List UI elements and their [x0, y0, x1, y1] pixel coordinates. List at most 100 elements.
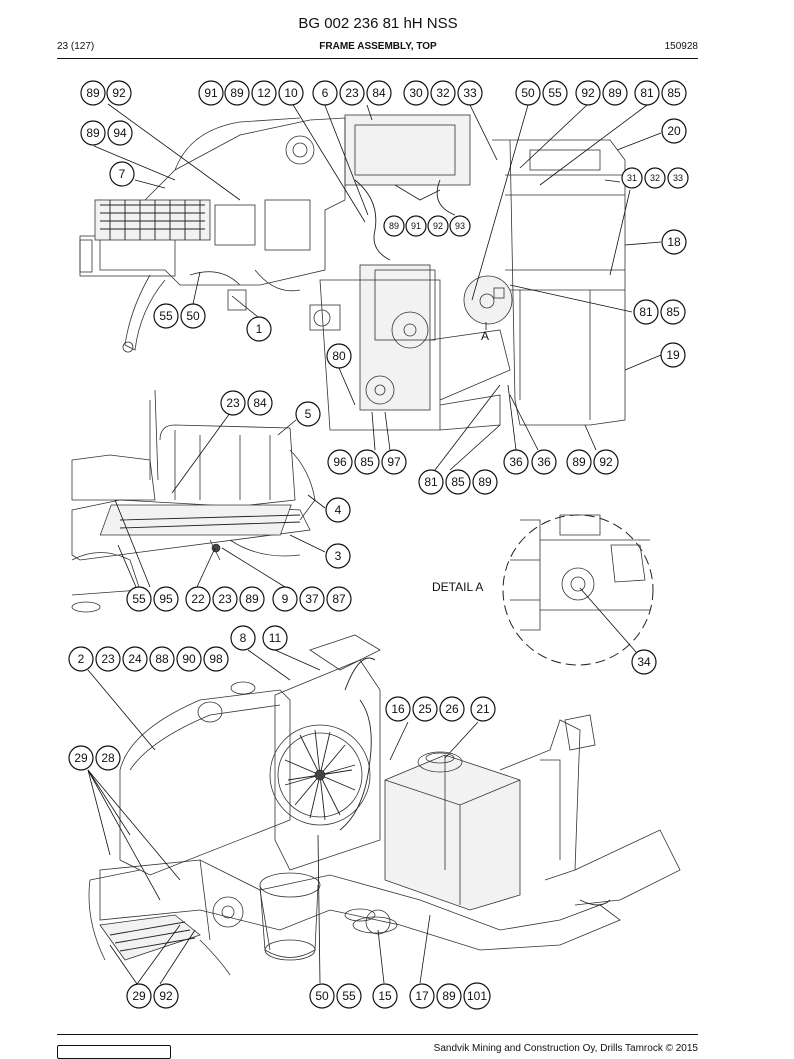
svg-text:7: 7	[119, 167, 126, 181]
callout-balloon: 92	[153, 983, 179, 1009]
svg-text:92: 92	[581, 86, 595, 100]
callout-balloon: 23	[95, 646, 121, 672]
callout-balloon: 7	[109, 161, 135, 187]
callout-balloon: 23	[220, 390, 246, 416]
callout-balloon: 90	[176, 646, 202, 672]
svg-text:23: 23	[345, 86, 359, 100]
svg-text:89: 89	[245, 592, 259, 606]
callout-balloon: 32	[644, 167, 666, 189]
svg-text:97: 97	[387, 455, 401, 469]
callout-balloon: 81	[634, 80, 660, 106]
callout-balloon: 85	[660, 299, 686, 325]
svg-text:91: 91	[411, 221, 421, 231]
svg-text:96: 96	[333, 455, 347, 469]
callout-balloon: 17	[409, 983, 435, 1009]
svg-text:12: 12	[257, 86, 271, 100]
page-number: 23 (127)	[57, 41, 95, 52]
svg-text:2: 2	[78, 652, 85, 666]
svg-text:23: 23	[101, 652, 115, 666]
svg-text:90: 90	[182, 652, 196, 666]
svg-text:33: 33	[463, 86, 477, 100]
svg-text:88: 88	[155, 652, 169, 666]
svg-text:85: 85	[360, 455, 374, 469]
callout-balloon: 88	[149, 646, 175, 672]
svg-text:9: 9	[282, 592, 289, 606]
svg-text:18: 18	[667, 235, 681, 249]
callout-balloon: 81	[633, 299, 659, 325]
callout-balloon: 9	[272, 586, 298, 612]
callout-balloon: 1	[246, 316, 272, 342]
callout-balloon: 92	[106, 80, 132, 106]
callout-balloon: 10	[278, 80, 304, 106]
svg-text:85: 85	[666, 305, 680, 319]
callout-balloon: 50	[309, 983, 335, 1009]
svg-text:3: 3	[335, 549, 342, 563]
svg-text:92: 92	[112, 86, 126, 100]
callout-balloon: 36	[503, 449, 529, 475]
svg-text:26: 26	[445, 702, 459, 716]
svg-text:55: 55	[548, 86, 562, 100]
svg-text:91: 91	[204, 86, 218, 100]
callout-balloon: 2	[68, 646, 94, 672]
callout-balloon: 23	[212, 586, 238, 612]
svg-text:85: 85	[451, 475, 465, 489]
callout-balloon: 85	[661, 80, 687, 106]
callout-balloon: 87	[326, 586, 352, 612]
callout-balloon: 96	[327, 449, 353, 475]
svg-text:22: 22	[191, 592, 205, 606]
svg-text:37: 37	[305, 592, 319, 606]
svg-text:29: 29	[74, 751, 88, 765]
callout-balloon: 37	[299, 586, 325, 612]
callout-balloon: 36	[531, 449, 557, 475]
callout-balloon: 32	[430, 80, 456, 106]
callout-balloon: 19	[660, 342, 686, 368]
callout-balloon: 8	[230, 625, 256, 651]
callout-balloon: 92	[427, 215, 449, 237]
svg-text:81: 81	[640, 86, 654, 100]
svg-text:21: 21	[476, 702, 490, 716]
svg-text:15: 15	[378, 989, 392, 1003]
svg-text:16: 16	[391, 702, 405, 716]
svg-text:1: 1	[256, 322, 263, 336]
callout-balloon: 101	[463, 982, 491, 1010]
callout-balloon: 89	[472, 469, 498, 495]
callout-balloon: 16	[385, 696, 411, 722]
svg-text:92: 92	[599, 455, 613, 469]
callout-balloon: 89	[602, 80, 628, 106]
main-view-parts	[88, 634, 681, 976]
svg-text:25: 25	[418, 702, 432, 716]
svg-text:17: 17	[415, 989, 429, 1003]
deck-grating-top	[100, 200, 205, 240]
svg-text:24: 24	[128, 652, 142, 666]
detail-a-marker: A	[481, 329, 489, 343]
detail-a-view	[502, 514, 654, 666]
callout-balloon: 92	[593, 449, 619, 475]
callout-balloon: 3	[325, 543, 351, 569]
svg-text:34: 34	[637, 655, 651, 669]
svg-text:5: 5	[305, 407, 312, 421]
svg-text:36: 36	[509, 455, 523, 469]
svg-text:20: 20	[667, 124, 681, 138]
document-number: BG 002 236 81 hH NSS	[298, 15, 458, 32]
callout-balloons: 89 92 91 89 12 10 6 23 84 30 32 33 50 55…	[68, 80, 689, 1010]
callout-balloon: 93	[449, 215, 471, 237]
svg-text:89: 89	[608, 86, 622, 100]
callout-balloon: 84	[247, 390, 273, 416]
svg-text:30: 30	[409, 86, 423, 100]
callout-balloon: 91	[198, 80, 224, 106]
svg-text:89: 89	[230, 86, 244, 100]
callout-balloon: 91	[405, 215, 427, 237]
callout-balloon: 89	[239, 586, 265, 612]
svg-text:84: 84	[372, 86, 386, 100]
svg-text:89: 89	[86, 86, 100, 100]
callout-balloon: 84	[366, 80, 392, 106]
callout-balloon: 89	[80, 80, 106, 106]
callout-balloon: 33	[457, 80, 483, 106]
svg-text:85: 85	[667, 86, 681, 100]
callout-balloon: 95	[153, 586, 179, 612]
svg-text:11: 11	[269, 631, 282, 645]
callout-balloon: 11	[262, 625, 288, 651]
callout-balloon: 92	[575, 80, 601, 106]
callout-balloon: 89	[566, 449, 592, 475]
callout-balloon: 29	[68, 745, 94, 771]
